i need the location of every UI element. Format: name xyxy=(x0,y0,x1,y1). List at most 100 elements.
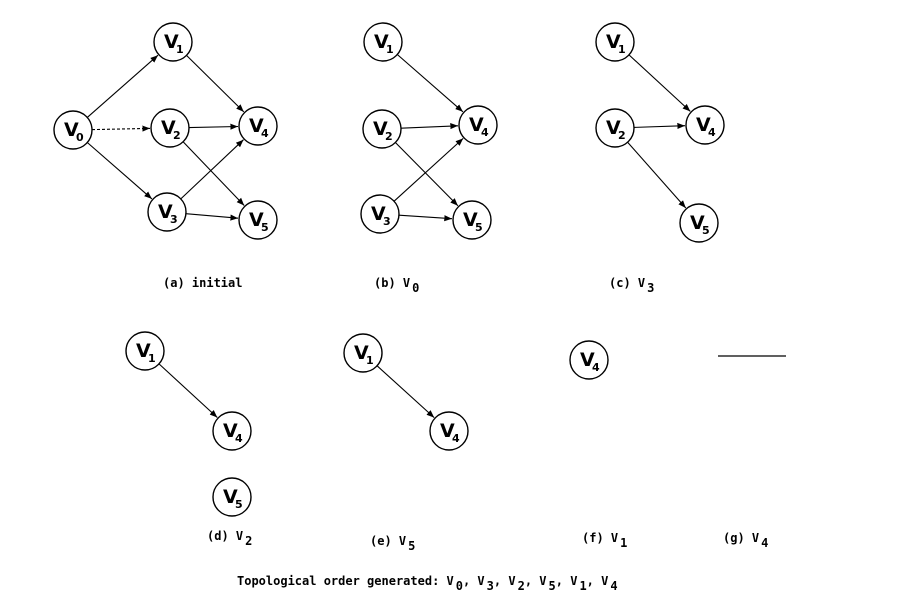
node-circle xyxy=(343,333,383,373)
node-circle xyxy=(362,109,402,149)
node-v3: V3 xyxy=(360,194,400,234)
node-v1: V1 xyxy=(363,22,403,62)
node-circle xyxy=(53,110,93,150)
edge-v2-to-v5 xyxy=(182,141,245,206)
node-subscript: 0 xyxy=(76,131,84,144)
node-label: V xyxy=(64,119,79,141)
node-circle xyxy=(595,108,635,148)
node-label: V xyxy=(373,118,388,140)
node-v4: V4 xyxy=(569,340,609,380)
node-circle xyxy=(212,477,252,517)
node-subscript: 4 xyxy=(481,126,489,139)
node-circle xyxy=(153,22,193,62)
node-label: V xyxy=(354,342,369,364)
edge-v0-to-v3 xyxy=(86,142,153,200)
edge-v3-to-v5 xyxy=(398,214,453,222)
node-v4: V4 xyxy=(458,105,498,145)
node-subscript: 4 xyxy=(592,361,600,374)
node-circle xyxy=(458,105,498,145)
node-subscript: 4 xyxy=(261,127,269,140)
node-subscript: 5 xyxy=(235,498,243,511)
node-v1: V1 xyxy=(153,22,193,62)
node-v1: V1 xyxy=(125,331,165,371)
node-subscript: 4 xyxy=(452,432,460,445)
node-circle xyxy=(360,194,400,234)
node-circle xyxy=(147,192,187,232)
node-label: V xyxy=(463,209,478,231)
node-subscript: 2 xyxy=(618,129,626,142)
node-v1: V1 xyxy=(595,22,635,62)
edge-v3-to-v4 xyxy=(393,137,464,202)
node-circle xyxy=(685,105,725,145)
edge-v2-to-v5 xyxy=(627,141,687,209)
node-circle xyxy=(363,22,403,62)
node-v2: V2 xyxy=(362,109,402,149)
node-label: V xyxy=(223,486,238,508)
node-label: V xyxy=(580,349,595,371)
node-subscript: 3 xyxy=(170,213,178,226)
node-subscript: 1 xyxy=(176,43,184,56)
node-subscript: 4 xyxy=(235,432,243,445)
node-subscript: 3 xyxy=(383,215,391,228)
node-circle xyxy=(150,108,190,148)
node-label: V xyxy=(371,203,386,225)
node-label: V xyxy=(606,117,621,139)
node-subscript: 4 xyxy=(708,126,716,139)
node-subscript: 2 xyxy=(173,129,181,142)
node-circle xyxy=(429,411,469,451)
node-v2: V2 xyxy=(150,108,190,148)
node-label: V xyxy=(223,420,238,442)
node-label: V xyxy=(469,114,484,136)
node-v4: V4 xyxy=(685,105,725,145)
node-v5: V5 xyxy=(452,200,492,240)
node-v3: V3 xyxy=(147,192,187,232)
node-subscript: 1 xyxy=(618,43,626,56)
node-circle xyxy=(569,340,609,380)
node-subscript: 5 xyxy=(702,224,710,237)
node-subscript: 2 xyxy=(385,130,393,143)
node-label: V xyxy=(690,212,705,234)
edge-v1-to-v4 xyxy=(628,54,691,112)
node-circle xyxy=(125,331,165,371)
node-v4: V4 xyxy=(212,411,252,451)
edge-v1-to-v4 xyxy=(376,365,435,419)
node-circle xyxy=(212,411,252,451)
edge-v2-to-v5 xyxy=(395,142,459,207)
node-subscript: 1 xyxy=(366,354,374,367)
edge-v1-to-v4 xyxy=(186,55,245,113)
node-v5: V5 xyxy=(238,200,278,240)
node-circle xyxy=(452,200,492,240)
node-v5: V5 xyxy=(212,477,252,517)
node-v5: V5 xyxy=(679,203,719,243)
node-label: V xyxy=(249,209,264,231)
node-subscript: 1 xyxy=(386,43,394,56)
node-label: V xyxy=(158,201,173,223)
node-circle xyxy=(595,22,635,62)
edge-v3-to-v4 xyxy=(180,139,244,200)
edge-v1-to-v4 xyxy=(396,54,464,113)
node-label: V xyxy=(136,340,151,362)
edge-v0-to-v2 xyxy=(91,125,151,132)
node-label: V xyxy=(164,31,179,53)
node-label: V xyxy=(696,114,711,136)
edge-v3-to-v5 xyxy=(185,213,239,221)
edge-v2-to-v4 xyxy=(400,123,459,130)
node-v2: V2 xyxy=(595,108,635,148)
node-subscript: 5 xyxy=(261,221,269,234)
edge-v1-to-v4 xyxy=(158,363,218,418)
node-circle xyxy=(679,203,719,243)
node-label: V xyxy=(606,31,621,53)
node-label: V xyxy=(161,117,176,139)
edge-v0-to-v1 xyxy=(86,54,159,118)
node-circle xyxy=(238,200,278,240)
node-v1: V1 xyxy=(343,333,383,373)
caption-a: (a) initial xyxy=(163,276,242,290)
node-subscript: 1 xyxy=(148,352,156,365)
